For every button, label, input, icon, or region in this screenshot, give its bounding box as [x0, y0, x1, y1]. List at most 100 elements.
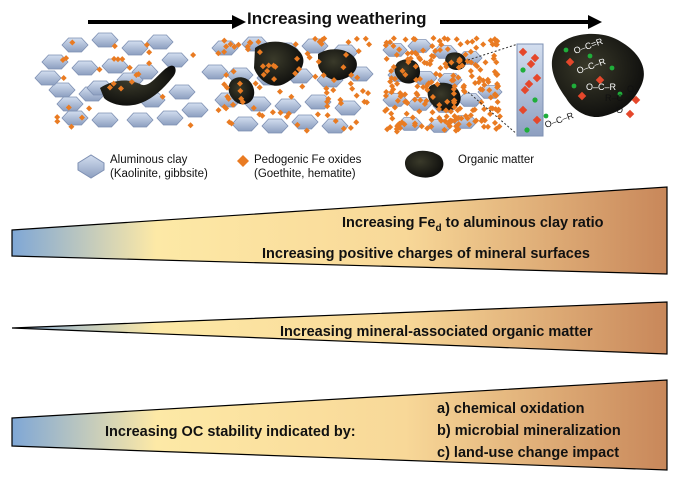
fe-oxide	[362, 35, 369, 42]
fe-oxide	[111, 55, 118, 62]
zoom-line-bottom	[467, 91, 519, 136]
fe-oxide	[429, 94, 436, 101]
fe-oxide	[354, 74, 361, 81]
fe-oxide	[96, 66, 103, 73]
clay-particle	[34, 70, 62, 86]
fe-oxide	[444, 98, 451, 105]
fe-oxide	[429, 43, 436, 50]
fe-oxide	[314, 111, 321, 118]
carboxyl-group-4: R–C	[605, 93, 624, 103]
fe-oxide	[436, 37, 443, 44]
fe-oxide	[457, 105, 464, 112]
fe-oxide	[323, 89, 330, 96]
fe-oxide	[365, 90, 372, 97]
fe-oxide	[221, 81, 228, 88]
fe-oxide	[146, 49, 153, 56]
header-title: Increasing weathering	[247, 9, 427, 28]
negative-charge	[524, 127, 530, 133]
wedge1-line1-prefix: Increasing Fe	[342, 215, 436, 231]
carboxyl-group-3: O–C–R	[586, 82, 617, 92]
fe-oxide	[292, 70, 299, 77]
fe-oxide	[476, 75, 483, 82]
fe-oxide	[353, 119, 360, 126]
fe-oxide	[353, 92, 360, 99]
fe-oxide	[473, 117, 480, 124]
clay-particle	[146, 34, 174, 50]
clay-particle	[61, 110, 89, 126]
fe-oxide	[63, 55, 70, 62]
fe-oxide	[383, 89, 390, 96]
fe-oxide	[469, 38, 476, 45]
fe-oxide	[481, 106, 488, 113]
wedge1-line1-sub: d	[435, 222, 442, 234]
fe-oxide	[323, 85, 330, 92]
fe-oxide	[428, 79, 435, 86]
clay-particle	[304, 94, 332, 110]
fe-oxide	[382, 107, 389, 114]
clay-particle	[291, 114, 319, 130]
fe-oxide	[292, 41, 299, 48]
fe-oxide	[479, 86, 486, 93]
fe-oxide	[294, 55, 301, 62]
fe-oxide	[312, 35, 319, 42]
fe-oxide	[448, 59, 455, 66]
fe-oxide	[330, 87, 337, 94]
wedge1-line1: Increasing Fed to aluminous clay ratio	[342, 215, 604, 234]
fe-oxide	[340, 125, 347, 132]
zoom-line-top	[467, 43, 519, 61]
fe-oxide	[480, 41, 487, 48]
fe-oxide	[411, 96, 418, 103]
fe-oxide	[421, 101, 428, 108]
fe-oxide	[490, 55, 497, 62]
fe-oxide	[399, 67, 406, 74]
fe-oxide	[227, 41, 234, 48]
fe-oxide	[221, 37, 228, 44]
fe-oxide	[437, 64, 444, 71]
fe-oxide	[493, 59, 500, 66]
fe-oxide	[303, 127, 310, 134]
fe-oxide	[432, 47, 439, 54]
fe-oxide	[256, 84, 263, 91]
fe-oxide	[259, 63, 266, 70]
fe-oxide	[384, 126, 391, 133]
fe-oxide	[320, 72, 327, 79]
fe-oxide	[442, 118, 449, 125]
fe-oxide	[450, 72, 457, 79]
fe-oxide	[410, 35, 417, 42]
clay-particle	[382, 43, 408, 57]
fe-oxide	[434, 81, 441, 88]
fe-oxide	[332, 118, 339, 125]
clay-particle	[274, 98, 302, 114]
fe-oxide	[277, 109, 284, 116]
fe-oxide	[447, 117, 454, 124]
fe-oxide	[348, 72, 355, 79]
fe-oxide	[420, 47, 427, 54]
fe-oxide	[455, 74, 462, 81]
fe-oxide	[283, 113, 290, 120]
legend-om-label: Organic matter	[458, 154, 535, 166]
fe-oxide	[484, 123, 491, 130]
clay-particle	[121, 40, 149, 56]
fe-oxide	[436, 114, 443, 121]
wedge-fe-clay-ratio	[11, 186, 668, 275]
fe-oxide	[260, 71, 267, 78]
fe-oxide	[255, 38, 262, 45]
fe-oxide	[390, 35, 397, 42]
fe-oxide	[455, 64, 462, 71]
fe-oxide	[450, 90, 457, 97]
fe-oxide	[484, 76, 491, 83]
fe-oxide	[453, 123, 460, 130]
fe-oxide	[288, 93, 295, 100]
legend-fe-label: Pedogenic Fe oxides	[254, 154, 362, 166]
fe-oxide	[441, 126, 448, 133]
clay-particle	[161, 52, 189, 68]
fe-oxide	[296, 66, 303, 73]
wedge3-item-b: b) microbial mineralization	[437, 423, 621, 439]
fe-oxide	[312, 73, 319, 80]
fe-oxide	[494, 71, 501, 78]
fe-oxide	[389, 115, 396, 122]
fe-oxide	[387, 78, 394, 85]
carboxyl-group-4-o: O	[627, 84, 634, 94]
fe-oxide	[447, 108, 454, 115]
fe-oxide	[412, 49, 419, 56]
